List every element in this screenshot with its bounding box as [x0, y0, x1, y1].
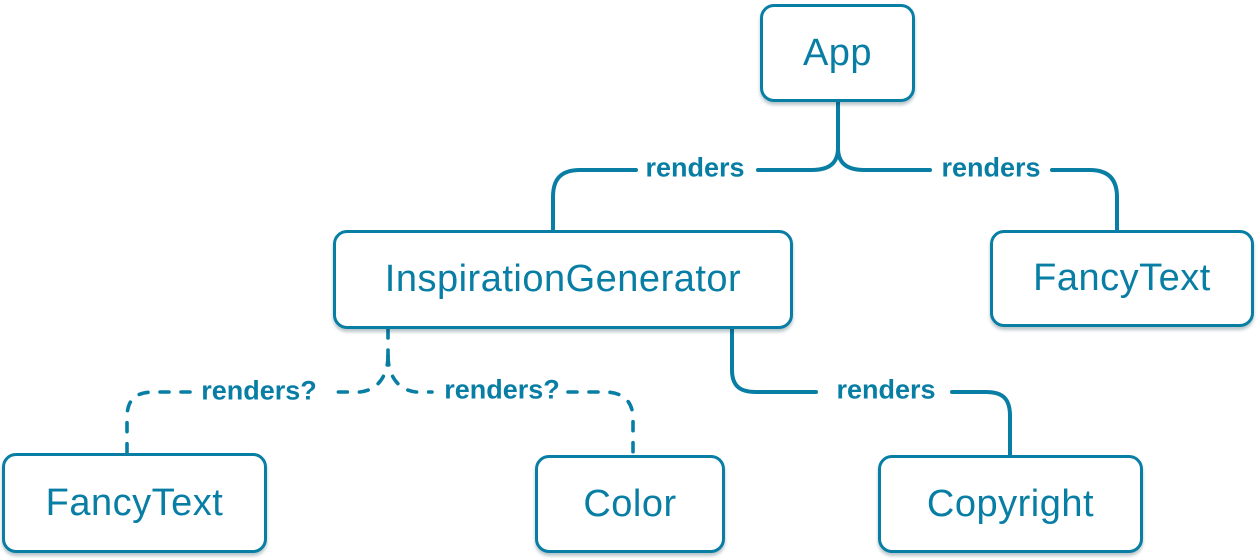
node-copyright: Copyright — [878, 455, 1143, 553]
edge-label-inspirationgenerator-fancytext: renders? — [201, 375, 317, 406]
edge-inspirationgenerator-to-color-b — [566, 390, 635, 458]
node-app-label: App — [802, 31, 873, 74]
node-color: Color — [535, 455, 725, 553]
node-color-label: Color — [583, 482, 677, 525]
edge-inspirationgenerator-to-fancytext-b — [125, 390, 192, 456]
edge-app-to-fancytext-a — [836, 146, 932, 172]
node-copyright-label: Copyright — [926, 482, 1095, 525]
edge-app-to-fancytext-b — [1050, 168, 1119, 233]
edge-app-to-inspirationgenerator-a — [756, 146, 840, 172]
edge-label-inspirationgenerator-copyright: renders — [836, 374, 936, 405]
edge-inspirationgenerator-to-color-a — [386, 354, 434, 394]
node-fancy-text-bottom: FancyText — [2, 453, 267, 553]
edge-label-inspirationgenerator-color: renders? — [444, 374, 560, 405]
node-inspiration-generator: InspirationGenerator — [333, 230, 793, 329]
node-fancy-text-top: FancyText — [990, 230, 1254, 327]
edge-label-app-inspirationgenerator: renders — [645, 152, 745, 183]
node-inspiration-generator-label: InspirationGenerator — [384, 258, 742, 300]
edge-label-app-fancytext: renders — [941, 152, 1041, 183]
edge-inspirationgenerator-to-copyright-b — [950, 390, 1012, 458]
node-app: App — [760, 4, 915, 102]
edge-app-to-inspirationgenerator-b — [551, 168, 638, 233]
edge-inspirationgenerator-to-copyright-a — [730, 327, 818, 394]
edge-inspirationgenerator-to-fancytext-a — [334, 354, 390, 394]
node-fancy-text-bottom-label: FancyText — [45, 481, 224, 524]
node-fancy-text-top-label: FancyText — [1033, 257, 1211, 299]
